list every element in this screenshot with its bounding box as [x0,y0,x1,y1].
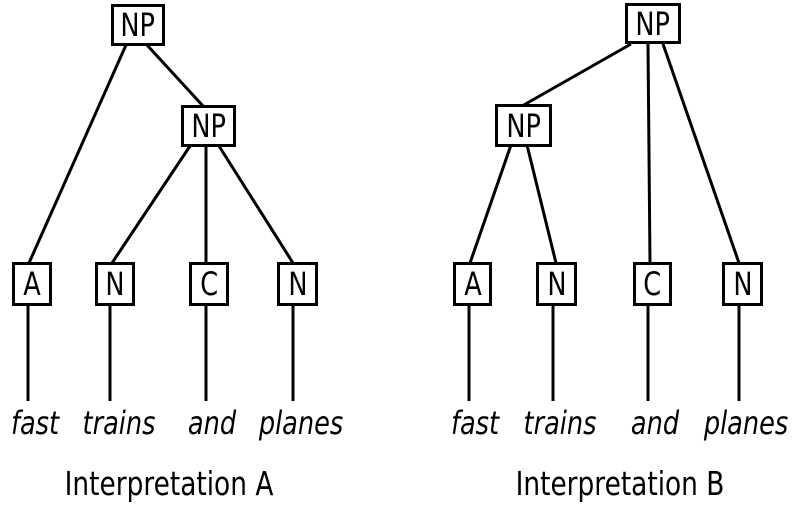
tree-a-word-planes: planes [258,404,344,442]
tree-b-word-trains: trains [523,404,597,442]
tree-a-pos-n1-label: N [105,265,125,303]
tree-a-root-np-label: NP [120,6,156,44]
tree-a-pos-n1-box: N [95,262,135,306]
tree-b-edge-root-to-n2 [661,43,741,264]
tree-b-pos-c-box: C [633,262,672,306]
tree-b-edge-np2-to-a [468,144,513,264]
tree-a-word-and: and [187,404,237,442]
tree-b-inner-np-box: NP [495,104,552,147]
tree-a-inner-np-box: NP [181,105,236,147]
tree-b-pos-n1-label: N [546,265,567,303]
tree-b-edge-np2-to-n1 [525,144,558,264]
tree-b-pos-a-label: A [463,265,482,303]
tree-b-root-np-label: NP [635,4,671,43]
tree-a-pos-a-box: A [12,262,52,306]
tree-b-pos-n2-label: N [732,265,753,303]
tree-a-word-fast: fast [10,404,60,442]
tree-a-pos-c-label: C [200,265,218,303]
tree-b-edge-root-to-np2 [521,42,632,108]
tree-b-inner-np-label: NP [506,106,541,145]
tree-a-pos-a-label: A [23,265,41,303]
tree-a-pos-c-box: C [189,262,229,306]
tree-a-caption: Interpretation A [64,464,274,503]
tree-a-edge-np2-to-n2 [217,145,295,264]
tree-b-pos-a-box: A [453,262,492,306]
tree-b-pos-n1-box: N [536,262,577,306]
tree-b-root-np-box: NP [625,3,681,44]
tree-a-edge-root-to-a [27,44,128,264]
tree-a-word-trains: trains [82,404,156,442]
tree-a-root-np-box: NP [111,4,165,46]
tree-a-edge-root-to-np2 [145,43,205,108]
tree-a-pos-n2-label: N [287,265,308,303]
tree-b-pos-c-label: C [643,265,662,303]
tree-b-pos-n2-box: N [722,262,763,306]
tree-b-caption: Interpretation B [515,464,725,503]
tree-b-edge-root-to-c [646,43,652,264]
tree-b-word-planes: planes [703,404,789,442]
tree-a-pos-n2-box: N [277,262,318,306]
tree-a-inner-np-label: NP [191,107,226,145]
tree-b-word-fast: fast [450,404,500,442]
tree-b-word-and: and [630,404,680,442]
tree-a-edge-np2-to-n1 [110,145,192,264]
